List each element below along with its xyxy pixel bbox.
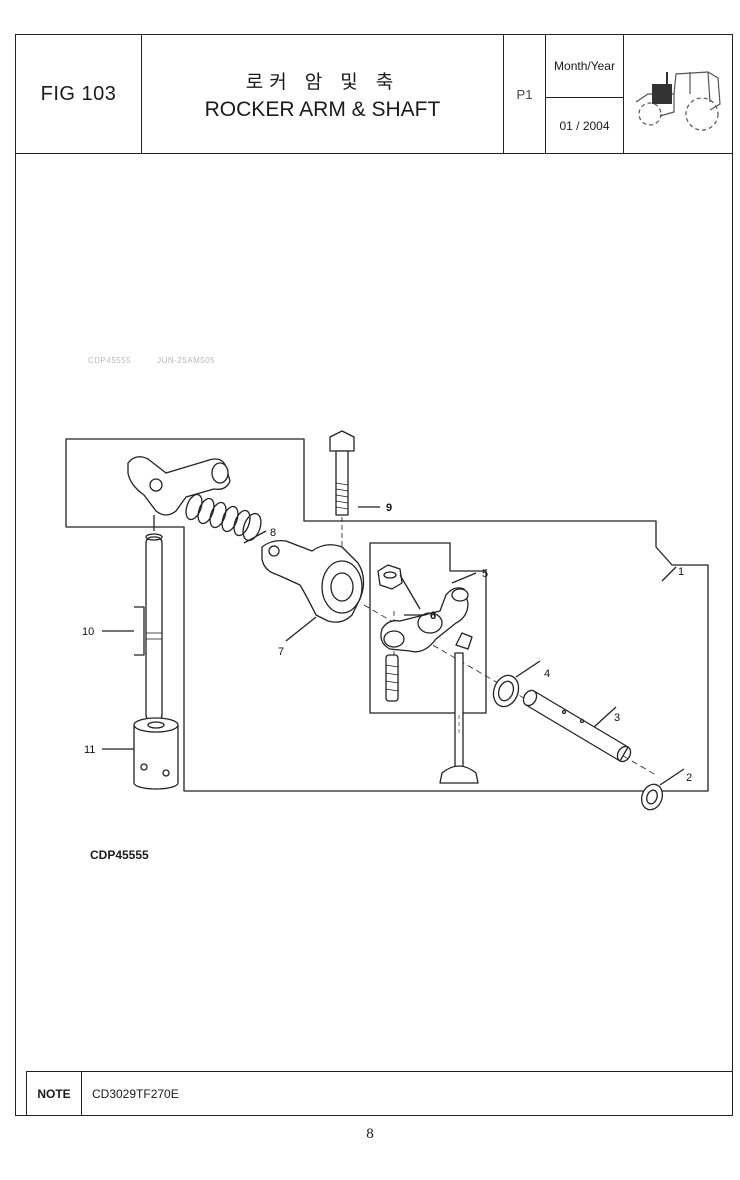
stamp-date: JUN-25AM505: [157, 356, 216, 365]
callout-2: 2: [686, 772, 692, 784]
callout-11: 11: [84, 744, 95, 756]
figure-number-cell: FIG 103: [16, 35, 142, 153]
page-frame: FIG 103 로커 암 및 축 ROCKER ARM & SHAFT P1 M…: [15, 34, 733, 1116]
spring: [185, 493, 262, 542]
page-number: 8: [366, 1126, 374, 1142]
date-cell: Month/Year 01 / 2004: [546, 35, 624, 153]
valve: [439, 652, 479, 784]
callout-1: 1: [678, 566, 684, 578]
figure-number: FIG 103: [40, 82, 117, 105]
callout-5: 5: [482, 568, 488, 580]
title-block: FIG 103 로커 암 및 축 ROCKER ARM & SHAFT P1 M…: [16, 35, 732, 154]
callout-4: 4: [544, 668, 550, 680]
exploded-parts-diagram: 9 8 5 6 1 7 4 3 2 10 11: [65, 430, 709, 811]
tappet: [133, 717, 179, 790]
drawing-code: CDP45555: [90, 848, 149, 862]
note-label: NOTE: [27, 1072, 82, 1115]
note-value: CD3029TF270E: [92, 1086, 179, 1101]
stamp-code: CDP45555: [88, 356, 132, 365]
page-code: P1: [516, 86, 533, 102]
page-code-cell: P1: [504, 35, 546, 153]
shaft-support: [261, 539, 365, 623]
washer: [492, 674, 520, 708]
date-label: Month/Year: [546, 35, 623, 98]
title-korean: 로커 암 및 축: [245, 70, 400, 93]
callout-7: 7: [278, 646, 284, 658]
bolt: [329, 430, 355, 585]
drawing-stamp: CDP45555 JUN-25AM505: [88, 356, 215, 365]
callout-10: 10: [82, 626, 94, 638]
tractor-icon-cell: [624, 35, 732, 153]
note-block: NOTE CD3029TF270E: [26, 1071, 732, 1115]
date-value: 01 / 2004: [559, 118, 610, 133]
callout-6: 6: [430, 610, 436, 622]
tractor-icon: [635, 71, 721, 131]
end-plug: [640, 783, 664, 811]
adjusting-screw: [385, 654, 399, 702]
callout-8: 8: [270, 527, 276, 539]
right-rocker-arm: [380, 587, 473, 653]
left-rocker-arm: [127, 456, 231, 531]
title-cell: 로커 암 및 축 ROCKER ARM & SHAFT: [142, 35, 504, 153]
assembly-outline: [65, 438, 709, 792]
nut: [377, 564, 403, 590]
callout-3: 3: [614, 712, 620, 724]
push-rod: [145, 533, 163, 722]
callout-9: 9: [386, 502, 392, 514]
rocker-shaft: [522, 689, 632, 763]
title-english: ROCKER ARM & SHAFT: [204, 97, 441, 121]
